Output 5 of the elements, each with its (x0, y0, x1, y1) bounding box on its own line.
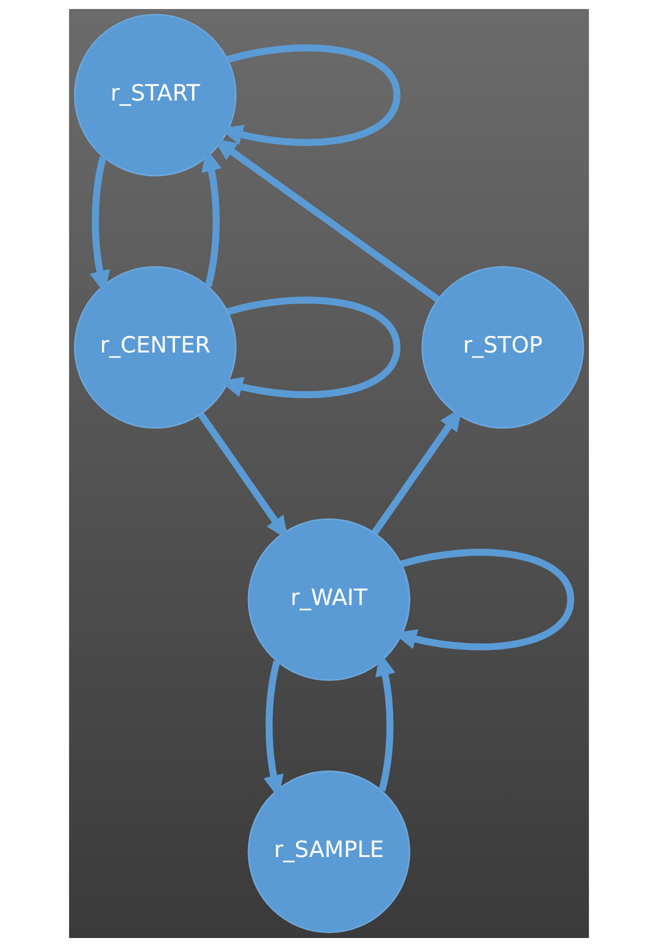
node-circle: r_STOP (420, 266, 584, 428)
node-circle: r_SAMPLE (247, 770, 410, 933)
node-circle: r_CENTER (73, 266, 236, 428)
node-circle: r_START (73, 13, 236, 176)
node-circle: r_WAIT (247, 518, 410, 680)
